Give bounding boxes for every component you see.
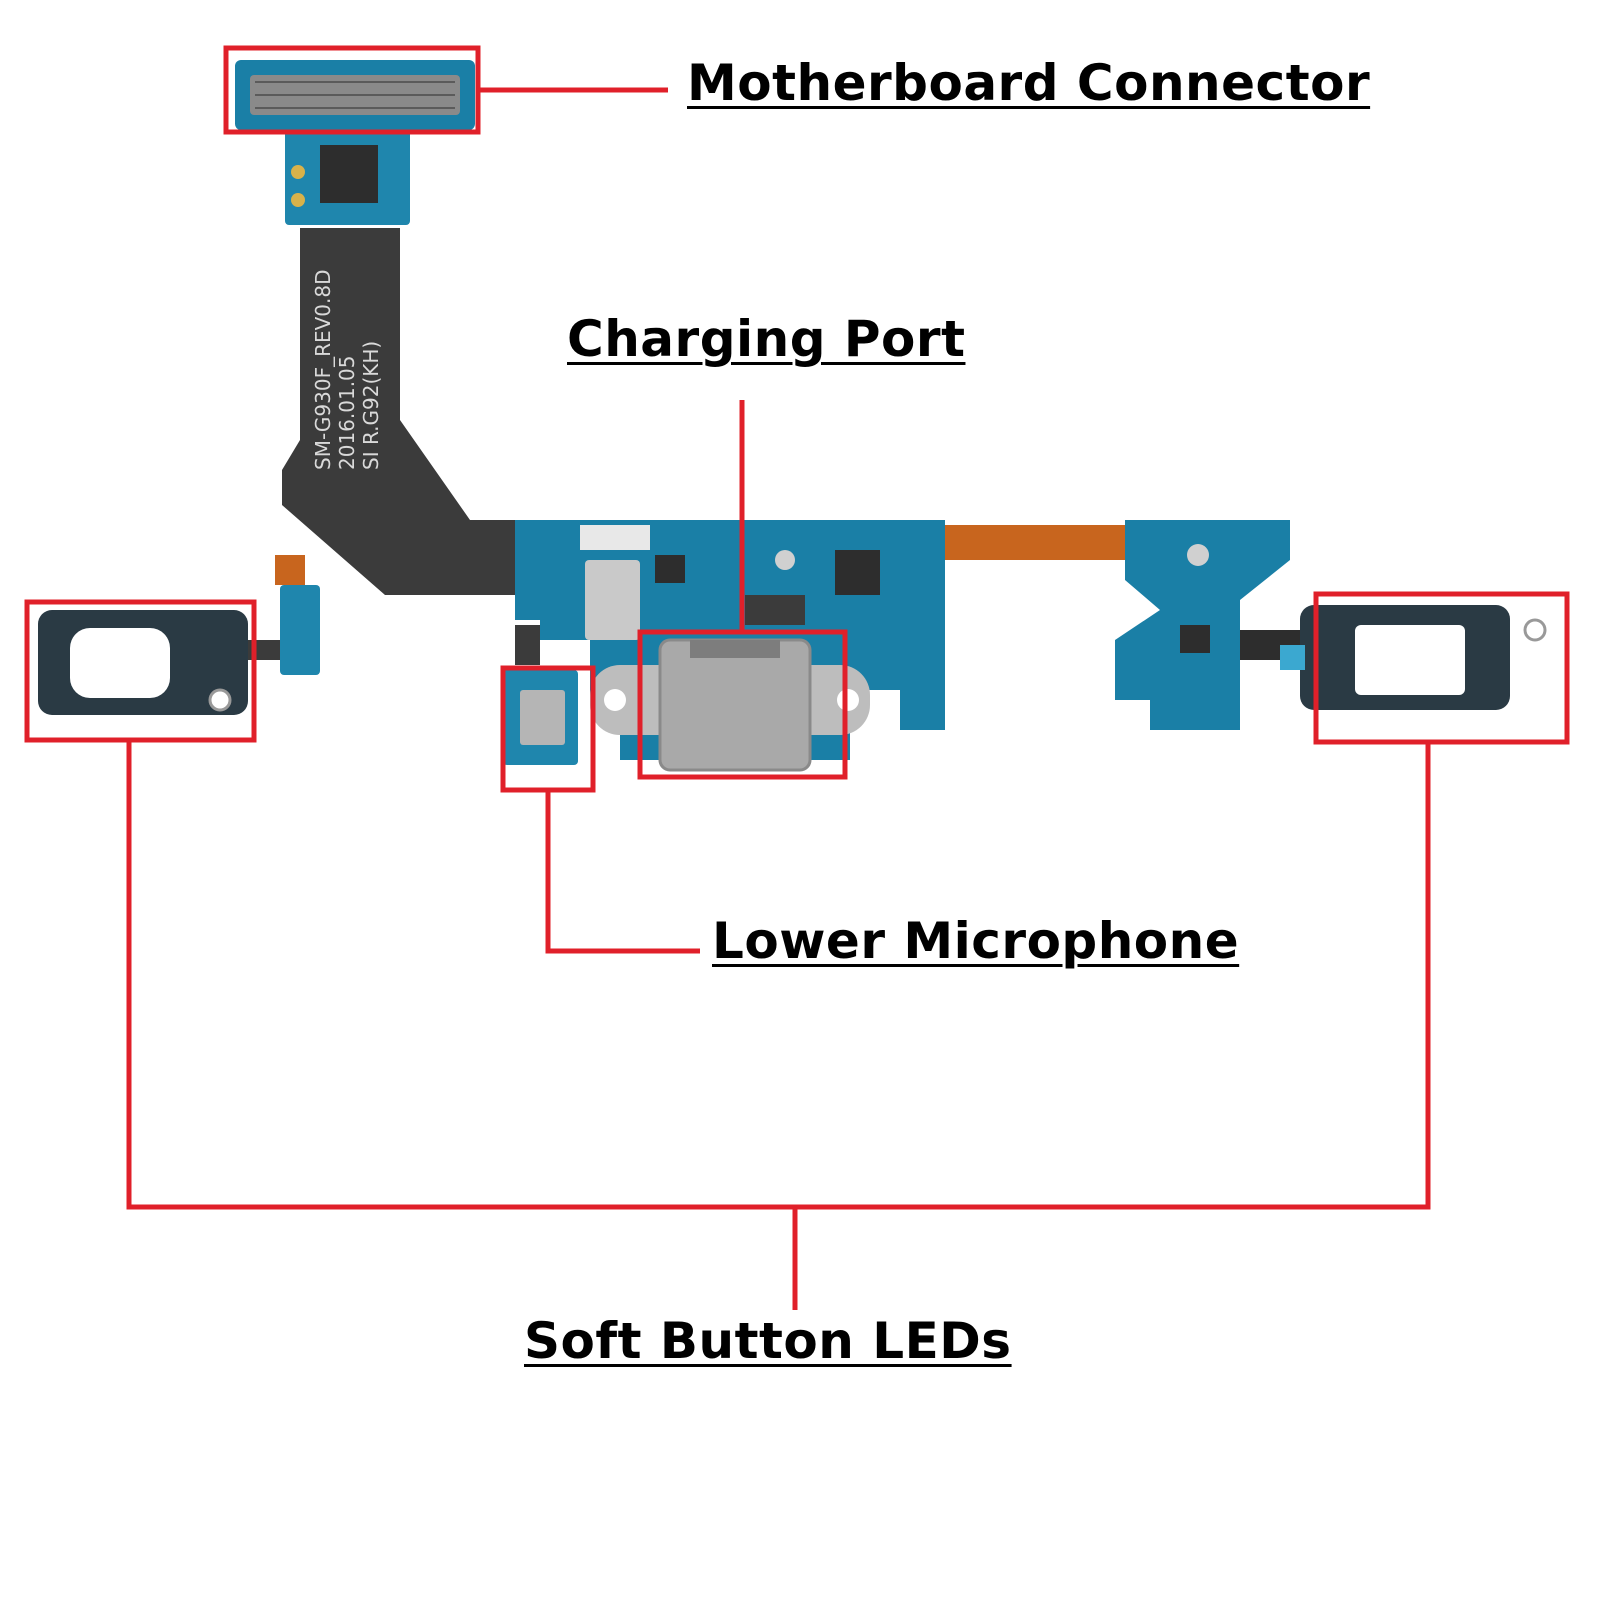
metal-bracket xyxy=(585,560,640,640)
usb-c-port xyxy=(658,638,812,772)
main-chip xyxy=(835,550,880,595)
usb-c-opening xyxy=(690,640,780,658)
right-led-hole xyxy=(1523,618,1547,642)
motherboard-connector-label: Motherboard Connector xyxy=(687,54,1371,112)
test-point xyxy=(775,550,795,570)
gold-pad xyxy=(291,193,305,207)
left-led-window xyxy=(70,628,170,698)
lower-microphone-leader xyxy=(545,790,700,954)
small-chip xyxy=(655,555,685,583)
right-soft-button-led-box xyxy=(1313,591,1570,745)
mounting-hole-right xyxy=(837,689,859,711)
right-led-tab xyxy=(1280,645,1305,670)
chip-array xyxy=(745,595,805,625)
charging-port-label: Charging Port xyxy=(567,310,966,368)
callouts xyxy=(24,45,1570,1310)
lower-microphone-label: Lower Microphone xyxy=(712,912,1240,970)
gold-pad xyxy=(291,165,305,179)
connector-pin-lines xyxy=(255,81,455,109)
board-print-line2: 2016.01.05 xyxy=(335,355,359,470)
board-print-line1: SM-G930F_REV0.8D xyxy=(311,270,335,471)
mounting-hole-left xyxy=(604,689,626,711)
white-connector xyxy=(580,525,650,550)
soft-button-leds-label: Soft Button LEDs xyxy=(524,1312,1012,1370)
mic-flex xyxy=(515,625,540,665)
left-led-hole xyxy=(208,688,232,712)
left-orange-tab xyxy=(275,555,305,585)
soft-button-leds-leader xyxy=(126,740,1431,1210)
right-test-point xyxy=(1187,544,1209,566)
flex-ribbon xyxy=(282,228,515,595)
ic-chip xyxy=(320,145,378,203)
left-small-board xyxy=(280,585,320,675)
board-print-line3: SI R.G92(KH) xyxy=(359,341,383,470)
board-print: SM-G930F_REV0.8D 2016.01.05 SI R.G92(KH) xyxy=(311,270,383,471)
microphone xyxy=(520,690,565,745)
charging-port-flex-board: SM-G930F_REV0.8D 2016.01.05 SI R.G92(KH) xyxy=(38,60,1547,772)
orange-flex-bridge xyxy=(945,525,1125,560)
right-led-window xyxy=(1355,625,1465,695)
right-chip xyxy=(1180,625,1210,653)
left-soft-button-led-box xyxy=(24,599,257,743)
